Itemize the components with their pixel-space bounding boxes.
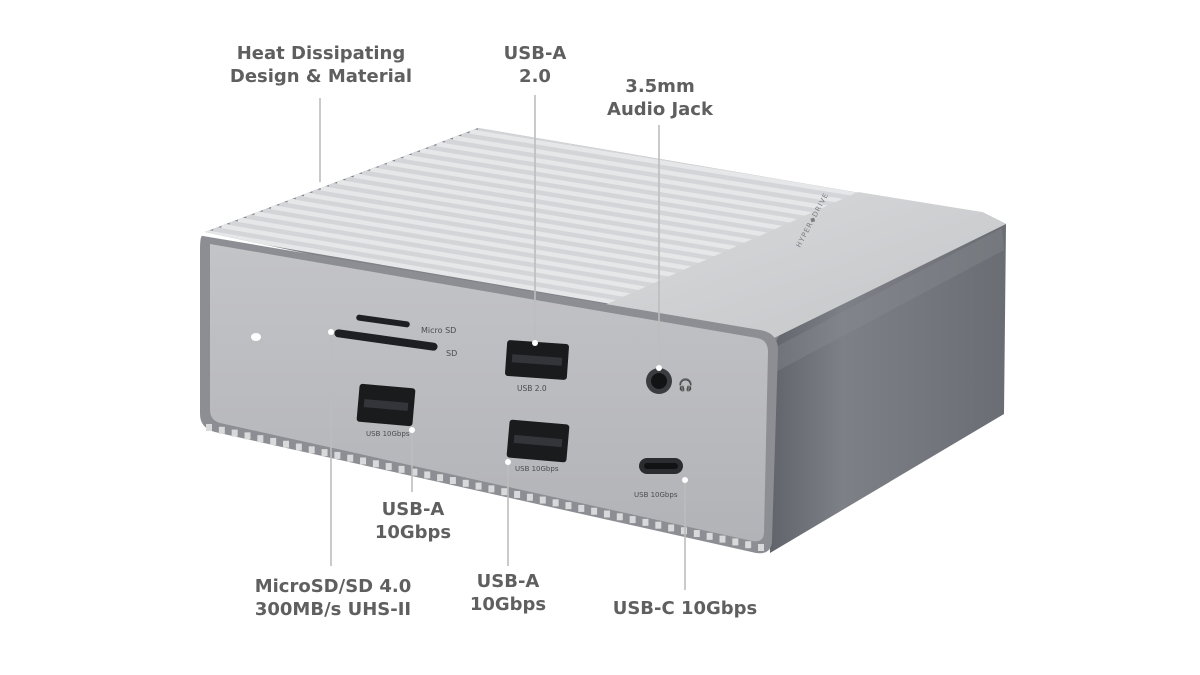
audio-callout-line1: 3.5mm [625, 76, 695, 97]
base-rib [719, 535, 726, 543]
heatsink-fin [386, 160, 860, 261]
base-rib [231, 429, 238, 437]
base-rib [501, 488, 508, 496]
heatsink-fin [452, 134, 860, 235]
heatsink-fin [427, 144, 860, 245]
microsd-slot: Micro SD [356, 314, 456, 335]
base-rib [514, 490, 521, 498]
sd-slot: SD [334, 329, 457, 358]
base-rib [616, 513, 623, 521]
microsd-callout-line2: 300MB/s UHS-II [254, 599, 412, 620]
usb-a-10-left-callout-line1: USB-A [381, 499, 445, 520]
usb-a-10gbps-middle-port: USB 10Gbps [506, 419, 570, 473]
audio-jack-callout: 3.5mm Audio Jack [590, 75, 730, 121]
front-panel [200, 235, 778, 554]
audio-jack: 🎧 [646, 368, 693, 394]
heatsink-fin [403, 153, 860, 254]
usb-2-port-label: USB 2.0 [517, 384, 547, 393]
base-rib [411, 468, 418, 476]
base-rib [437, 474, 444, 482]
base-rib [539, 496, 546, 504]
microsd-port-label: Micro SD [421, 326, 456, 335]
headphone-icon: 🎧 [678, 378, 693, 392]
base-rib [385, 463, 392, 471]
heatsink-fin [419, 147, 860, 248]
usb-c-callout-line1: USB-C 10Gbps [612, 598, 758, 619]
heat-callout-line1: Heat Dissipating [236, 43, 406, 64]
base-rib [758, 544, 764, 551]
heatsink-fin [436, 141, 860, 241]
base-rib [218, 426, 225, 434]
base-rib [295, 443, 302, 451]
usb-a-10gbps-middle-callout: USB-A 10Gbps [448, 570, 568, 616]
base-rib [603, 510, 610, 518]
usb-c-port-label: USB 10Gbps [634, 491, 678, 499]
base-rib [475, 482, 482, 490]
base-rib [552, 499, 559, 507]
base-rib [308, 446, 315, 454]
base-rib [462, 479, 469, 487]
base-rib [244, 432, 251, 440]
base-rib [334, 451, 341, 459]
base-rib [372, 460, 379, 468]
base-rib [732, 538, 739, 546]
base-rib [257, 435, 264, 443]
heatsink-fin [394, 157, 860, 258]
leader-endpoints [317, 182, 688, 483]
audio-callout-line2: Audio Jack [607, 99, 713, 120]
base-rib [321, 449, 328, 457]
base-rib [591, 507, 598, 515]
leader-lines [319, 95, 686, 590]
base-rib [655, 521, 662, 529]
heatsink-fin [411, 150, 860, 251]
usb-a-10-mid-callout-line1: USB-A [476, 571, 540, 592]
base-rib [668, 524, 675, 532]
base-rib [745, 541, 752, 549]
usb-a-2-callout-line2: 2.0 [519, 66, 551, 87]
status-led [251, 333, 261, 341]
sd-port-label: SD [446, 349, 457, 358]
heatsink-fin [469, 128, 860, 228]
usb-10gbps-left-port-label: USB 10Gbps [366, 430, 410, 438]
heat-callout-line2: Design & Material [229, 66, 413, 87]
base-rib [449, 477, 456, 485]
usb-a-2-port: USB 2.0 [505, 340, 569, 393]
base-rib [565, 502, 572, 510]
microsd-callout: MicroSD/SD 4.0 300MB/s UHS-II [238, 575, 428, 621]
usb-a-2-callout-line1: USB-A [503, 43, 567, 64]
base-rib [206, 424, 212, 431]
heatsink-fin [461, 131, 860, 232]
base-rib [693, 530, 700, 538]
base-rib [629, 516, 636, 524]
base-rib [526, 493, 533, 501]
usb-c-port: USB 10Gbps [634, 458, 683, 499]
usb-a-10-mid-callout-line2: 10Gbps [469, 594, 547, 615]
base-rib [642, 518, 649, 526]
base-rib [578, 504, 585, 512]
usb-a-10-left-callout-line2: 10Gbps [374, 522, 452, 543]
microsd-callout-line1: MicroSD/SD 4.0 [254, 576, 412, 597]
usb-10gbps-middle-port-label: USB 10Gbps [515, 465, 559, 473]
base-rib [360, 457, 367, 465]
heat-dissipating-callout: Heat Dissipating Design & Material [221, 42, 421, 88]
base-rib [488, 485, 495, 493]
base-rib [398, 465, 405, 473]
base-rib [270, 437, 277, 445]
usb-c-callout: USB-C 10Gbps [600, 597, 770, 620]
base-rib [680, 527, 687, 535]
base-rib [347, 454, 354, 462]
base-rib [706, 532, 713, 540]
usb-a-10gbps-left-port: USB 10Gbps [356, 383, 416, 438]
usb-a-2-callout: USB-A 2.0 [475, 42, 595, 88]
base-rib [283, 440, 290, 448]
heatsink-fin [444, 138, 860, 238]
usb-a-10gbps-left-callout: USB-A 10Gbps [353, 498, 473, 544]
base-rib [424, 471, 431, 479]
